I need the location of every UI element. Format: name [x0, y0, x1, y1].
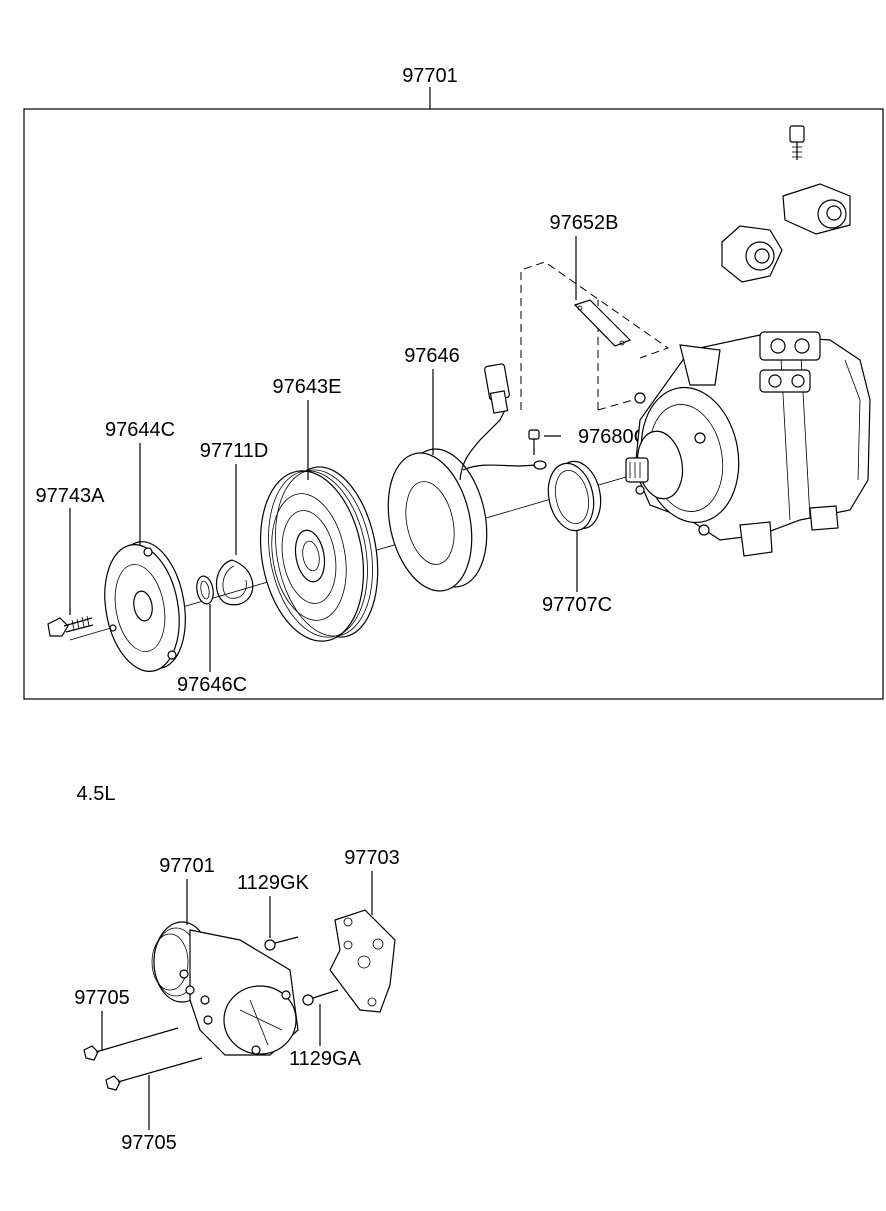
bracket-97652B — [520, 261, 670, 411]
lower-compressor — [151, 921, 299, 1056]
pulley-97643E — [259, 466, 379, 642]
label-97646C: 97646C — [177, 674, 247, 696]
label-97703: 97703 — [344, 847, 400, 869]
label-97643E: 97643E — [273, 376, 342, 398]
bracket-97703 — [329, 909, 396, 1013]
label-97711D: 97711D — [200, 440, 269, 462]
snap-ring-97711D — [215, 559, 254, 606]
label-97680C: 97680C — [578, 426, 648, 448]
bolt-1129GA — [302, 989, 339, 1006]
long-bolt-97705-lower — [105, 1057, 203, 1091]
label-97652B: 97652B — [550, 212, 619, 234]
variant-label: 4.5L — [77, 783, 116, 805]
assembly-frame — [23, 108, 884, 700]
label-97646: 97646 — [404, 345, 460, 367]
compressor-body — [625, 331, 871, 557]
label-97707C: 97707C — [542, 594, 612, 616]
label-97705-lower: 97705 — [121, 1132, 177, 1154]
screw-97680C — [528, 429, 540, 455]
label-97743A: 97743A — [36, 485, 106, 507]
clutch-plate-97644C — [104, 541, 186, 672]
valve-fittings — [721, 125, 851, 283]
field-coil-97646 — [387, 363, 547, 592]
label-1129GA: 1129GA — [289, 1048, 362, 1070]
assembly-label: 97701 — [402, 65, 458, 87]
label-97705-upper: 97705 — [74, 987, 130, 1009]
bolt-1129GK — [264, 936, 299, 951]
label-1129GK: 1129GK — [237, 872, 310, 894]
bolt-97743A — [47, 615, 94, 637]
label-97644C: 97644C — [105, 419, 175, 441]
label-lower-97701: 97701 — [159, 855, 215, 877]
seal-ring-97707C — [547, 460, 602, 532]
long-bolt-97705-upper — [83, 1027, 179, 1061]
shim-97646C — [196, 575, 214, 605]
